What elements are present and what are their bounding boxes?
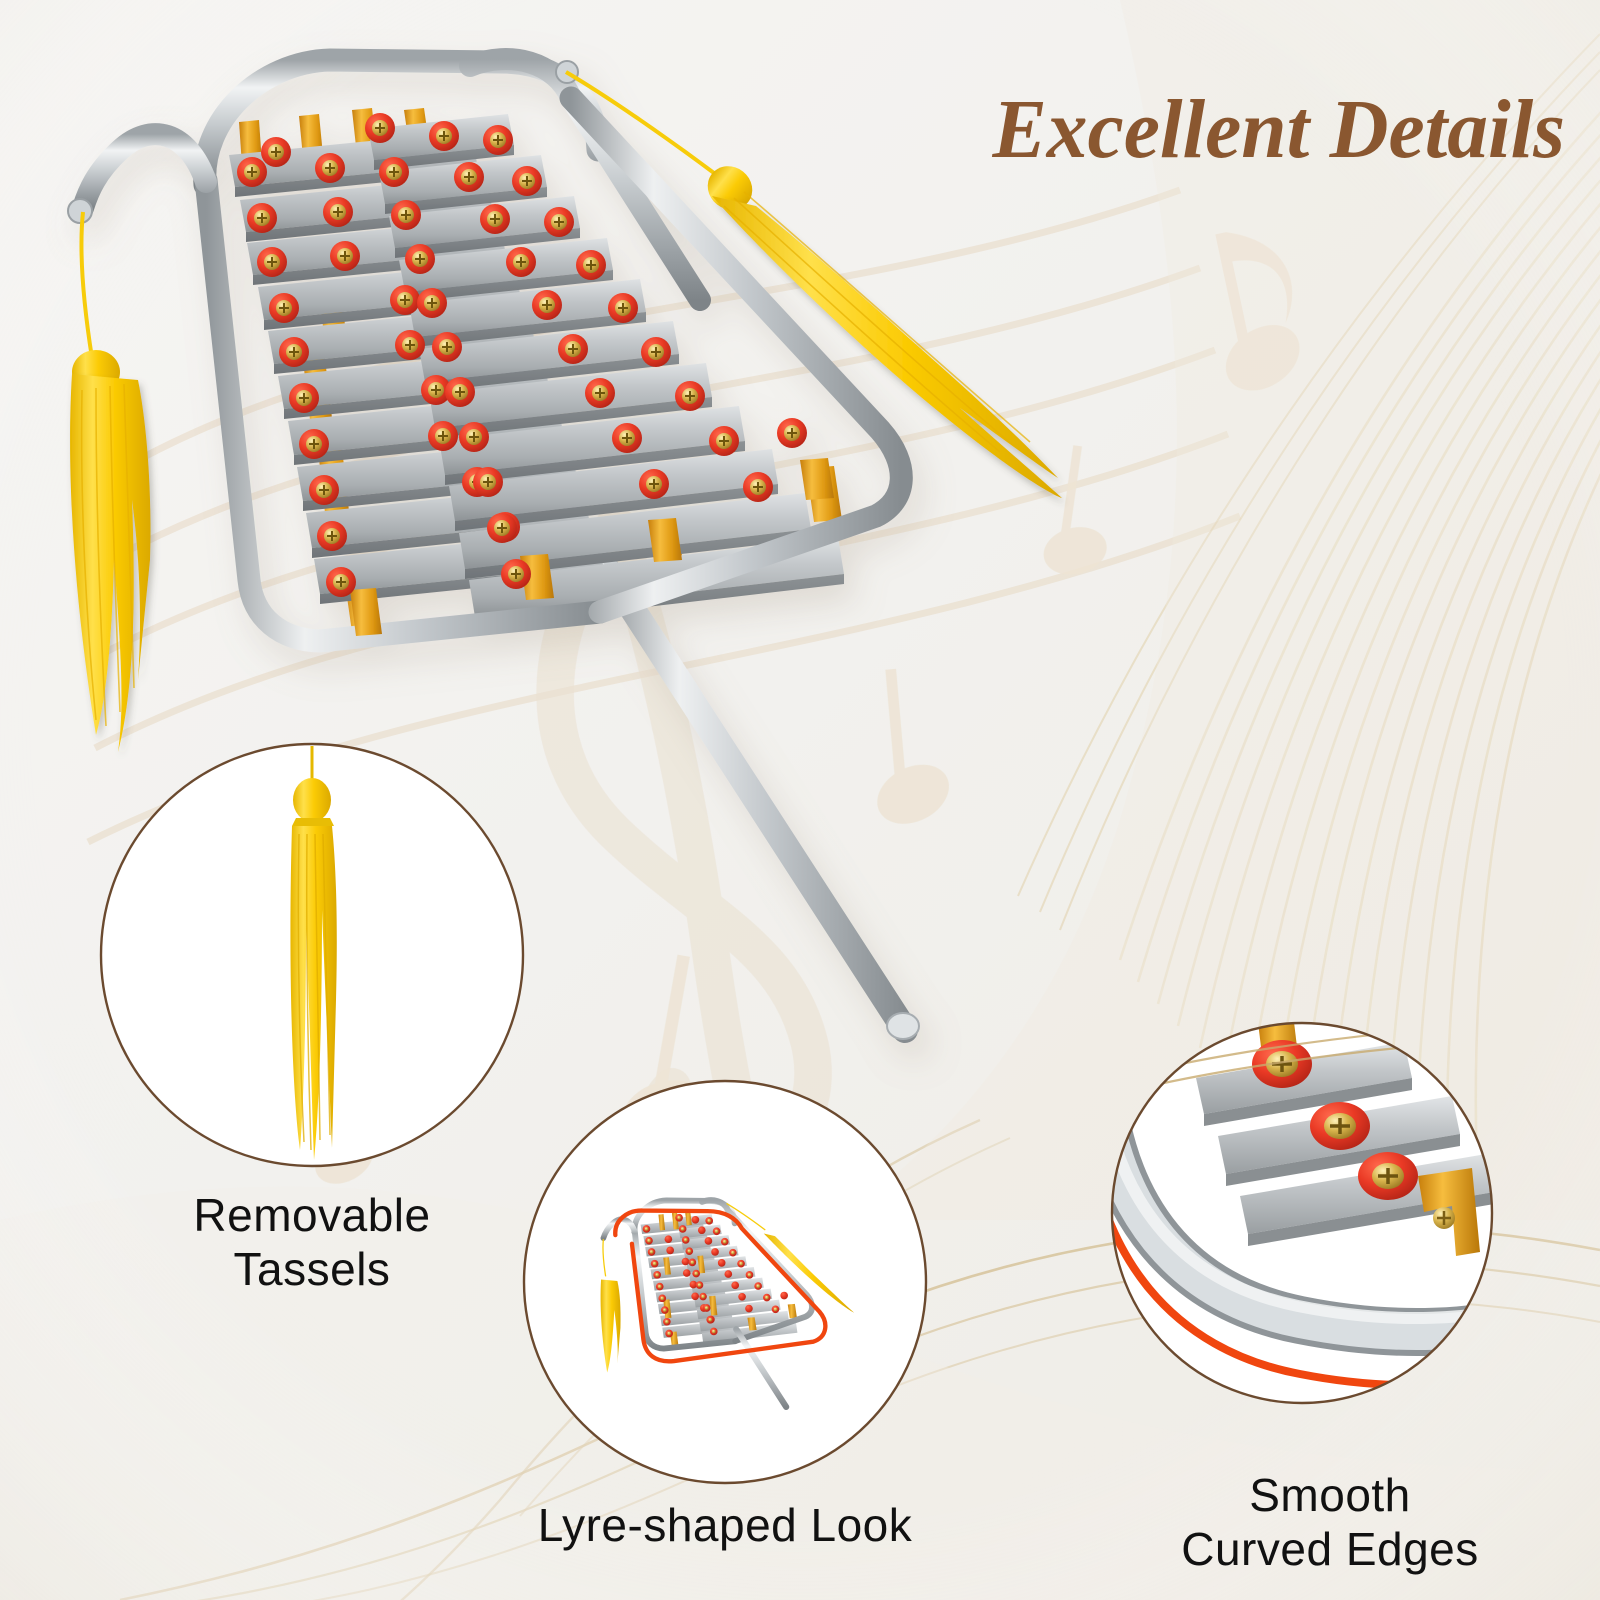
callout-removable-tassels xyxy=(99,742,525,1168)
caption-lyre-shaped-look: Lyre-shaped Look xyxy=(537,1499,913,1551)
grommets-right-col-b xyxy=(429,121,669,499)
edge-grommets xyxy=(1252,1040,1418,1200)
callout-tassel-content xyxy=(290,746,337,1160)
mini-tassel-right xyxy=(726,1202,855,1313)
lyre-frame-outer xyxy=(67,48,913,653)
grommet-screw-cluster xyxy=(237,113,807,597)
tassel-left xyxy=(70,211,151,752)
caption-removable-tassels: Removable Tassels xyxy=(193,1189,431,1296)
grommets-right-col-a xyxy=(365,113,531,589)
bracket-screw-icon xyxy=(1433,1207,1455,1229)
grommets-left-col-a xyxy=(237,157,356,597)
caption-smooth-curved-edges: Smooth Curved Edges xyxy=(1181,1469,1479,1576)
frame-brackets xyxy=(350,458,834,636)
callout-lyre-shaped-look xyxy=(522,1079,928,1485)
lyre-outline-highlight xyxy=(613,1208,828,1364)
tassel-right xyxy=(564,70,1062,498)
mini-tassel-left xyxy=(600,1239,621,1373)
callout-lyre-content xyxy=(600,1197,855,1411)
grommets-left-col-b xyxy=(261,137,520,542)
page-title: Excellent Details xyxy=(992,83,1565,176)
callout-smooth-curved-edges xyxy=(1110,1021,1494,1405)
grommets-right-col-c xyxy=(483,125,807,502)
